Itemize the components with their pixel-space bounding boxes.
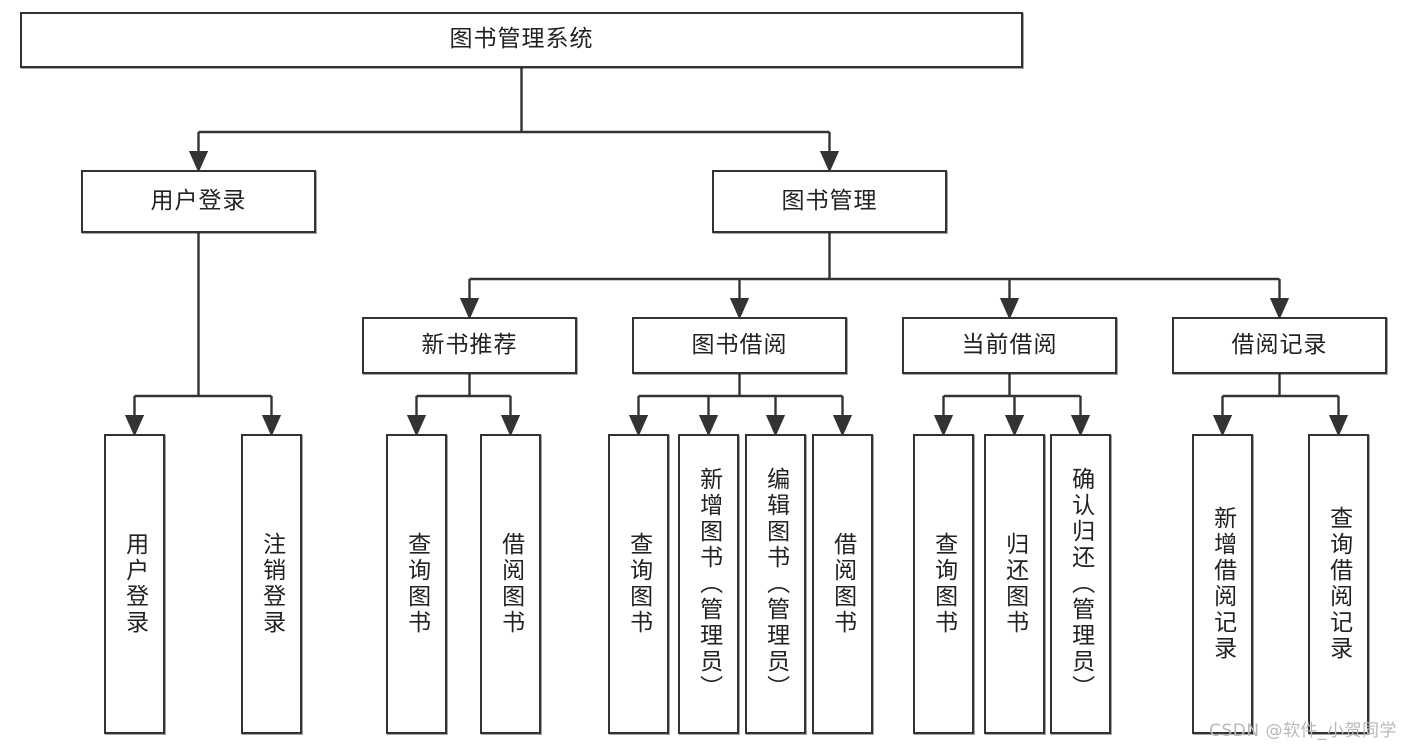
leaf-query-borrow-record[interactable]: 查询借阅记录 bbox=[1308, 434, 1369, 734]
leaf-logout[interactable]: 注销登录 bbox=[241, 434, 302, 734]
leaf-edit-book-admin[interactable]: 编辑图书（管理员） bbox=[745, 434, 806, 734]
node-borrow-records[interactable]: 借阅记录 bbox=[1172, 317, 1387, 374]
leaf-query-book-current[interactable]: 查询图书 bbox=[913, 434, 974, 734]
node-book-borrow[interactable]: 图书借阅 bbox=[632, 317, 847, 374]
leaf-user-login[interactable]: 用户登录 bbox=[104, 434, 165, 734]
leaf-query-book-recommend[interactable]: 查询图书 bbox=[386, 434, 447, 734]
leaf-query-book-borrow[interactable]: 查询图书 bbox=[608, 434, 669, 734]
node-root[interactable]: 图书管理系统 bbox=[20, 12, 1023, 68]
leaf-return-book[interactable]: 归还图书 bbox=[984, 434, 1045, 734]
leaf-borrow-book-recommend[interactable]: 借阅图书 bbox=[480, 434, 541, 734]
node-new-book-recommend[interactable]: 新书推荐 bbox=[362, 317, 577, 374]
watermark: CSDN @软件_小贺同学 bbox=[1209, 721, 1397, 741]
leaf-confirm-return-admin[interactable]: 确认归还（管理员） bbox=[1050, 434, 1111, 734]
node-current-borrow[interactable]: 当前借阅 bbox=[902, 317, 1117, 374]
node-user-login[interactable]: 用户登录 bbox=[81, 170, 316, 233]
leaf-borrow-book[interactable]: 借阅图书 bbox=[812, 434, 873, 734]
leaf-add-book-admin[interactable]: 新增图书（管理员） bbox=[678, 434, 739, 734]
node-book-management[interactable]: 图书管理 bbox=[712, 170, 947, 233]
leaf-add-borrow-record[interactable]: 新增借阅记录 bbox=[1192, 434, 1253, 734]
